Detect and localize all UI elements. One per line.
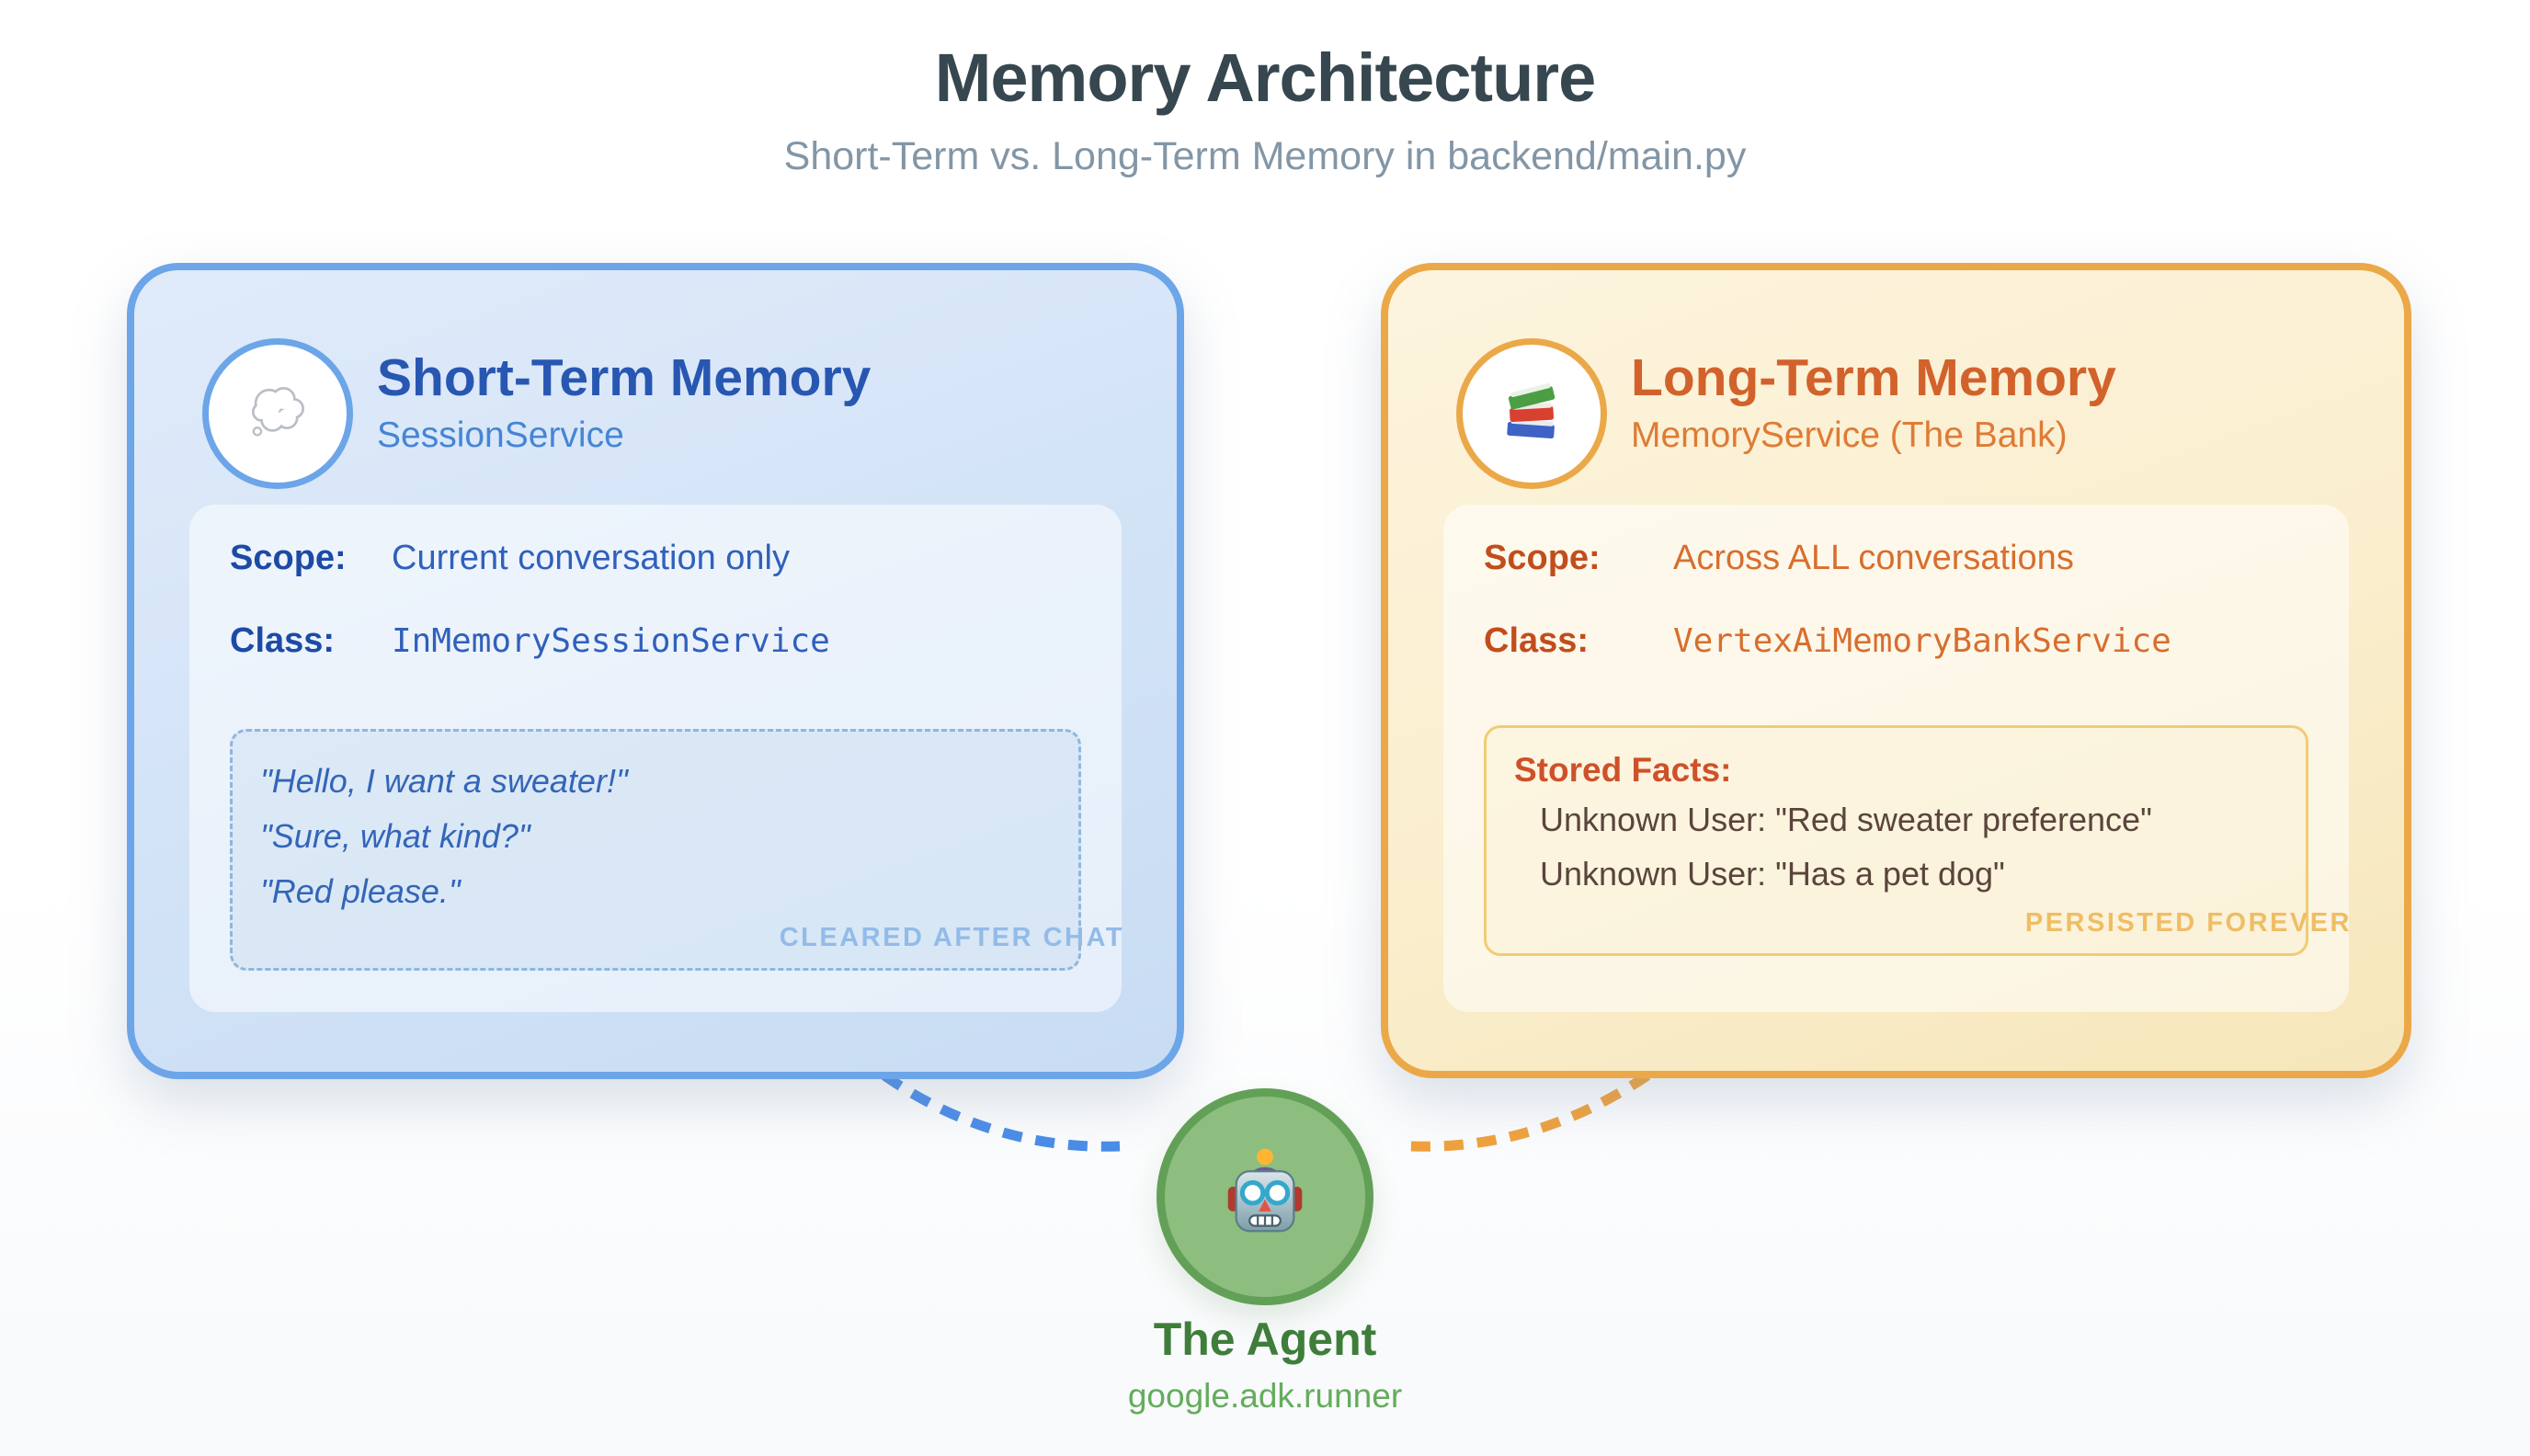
short-term-connector-dashed-line xyxy=(881,1071,1121,1152)
class-value: VertexAiMemoryBankService xyxy=(1673,621,2171,660)
thought-balloon-icon xyxy=(202,338,353,489)
short-term-title: Short-Term Memory xyxy=(377,348,872,407)
agent-subtitle: google.adk.runner xyxy=(1127,1377,1403,1415)
robot-icon xyxy=(1214,1143,1316,1251)
stored-fact: Unknown User: "Red sweater preference" xyxy=(1540,801,2152,838)
scope-value: Current conversation only xyxy=(392,538,790,577)
class-label: Class: xyxy=(1484,620,1590,660)
scope-value: Across ALL conversations xyxy=(1673,538,2074,577)
stored-facts-box: Stored Facts: Unknown User: "Red sweater… xyxy=(1484,725,2349,956)
persisted-forever-badge: PERSISTED FOREVER xyxy=(2024,908,2352,938)
long-term-details-panel: Scope: Across ALL conversations Class: V… xyxy=(1443,505,2349,1012)
agent-node xyxy=(1157,1088,1373,1305)
short-term-class-row: Class: InMemorySessionService xyxy=(230,619,1081,663)
class-label: Class: xyxy=(230,620,336,660)
short-term-details-panel: Scope: Current conversation only Class: … xyxy=(189,505,1122,1012)
books-icon xyxy=(1456,338,1607,489)
scope-label: Scope: xyxy=(1484,538,1601,577)
agent-title: The Agent xyxy=(1153,1314,1377,1365)
cleared-after-chat-badge: CLEARED AFTER CHAT xyxy=(779,923,1124,952)
conversation-quote: "Hello, I want a sweater!" xyxy=(260,762,628,800)
page-subtitle: Short-Term vs. Long-Term Memory in backe… xyxy=(783,134,1747,178)
conversation-example-box: "Hello, I want a sweater!" "Sure, what k… xyxy=(230,729,1122,971)
conversation-quote: "Sure, what kind?" xyxy=(260,817,530,855)
long-term-memory-card: Long-Term Memory MemoryService (The Bank… xyxy=(1381,263,2411,1078)
stored-fact: Unknown User: "Has a pet dog" xyxy=(1540,855,2005,893)
class-value: InMemorySessionService xyxy=(392,621,830,660)
page-title: Memory Architecture xyxy=(934,40,1596,116)
short-term-subtitle: SessionService xyxy=(377,415,624,455)
long-term-card-header: Long-Term Memory MemoryService (The Bank… xyxy=(1631,347,2116,460)
long-term-class-row: Class: VertexAiMemoryBankService xyxy=(1484,619,2308,663)
long-term-scope-row: Scope: Across ALL conversations xyxy=(1484,536,2308,580)
short-term-card-header: Short-Term Memory SessionService xyxy=(377,347,871,460)
long-term-subtitle: MemoryService (The Bank) xyxy=(1631,415,2068,455)
long-term-connector-dashed-line xyxy=(1409,1071,1651,1152)
short-term-memory-card: Short-Term Memory SessionService Scope: … xyxy=(127,263,1184,1079)
scope-label: Scope: xyxy=(230,538,347,577)
conversation-quote: "Red please." xyxy=(260,872,461,910)
short-term-scope-row: Scope: Current conversation only xyxy=(230,536,1081,580)
long-term-title: Long-Term Memory xyxy=(1631,348,2116,407)
stored-facts-title: Stored Facts: xyxy=(1514,751,1732,789)
